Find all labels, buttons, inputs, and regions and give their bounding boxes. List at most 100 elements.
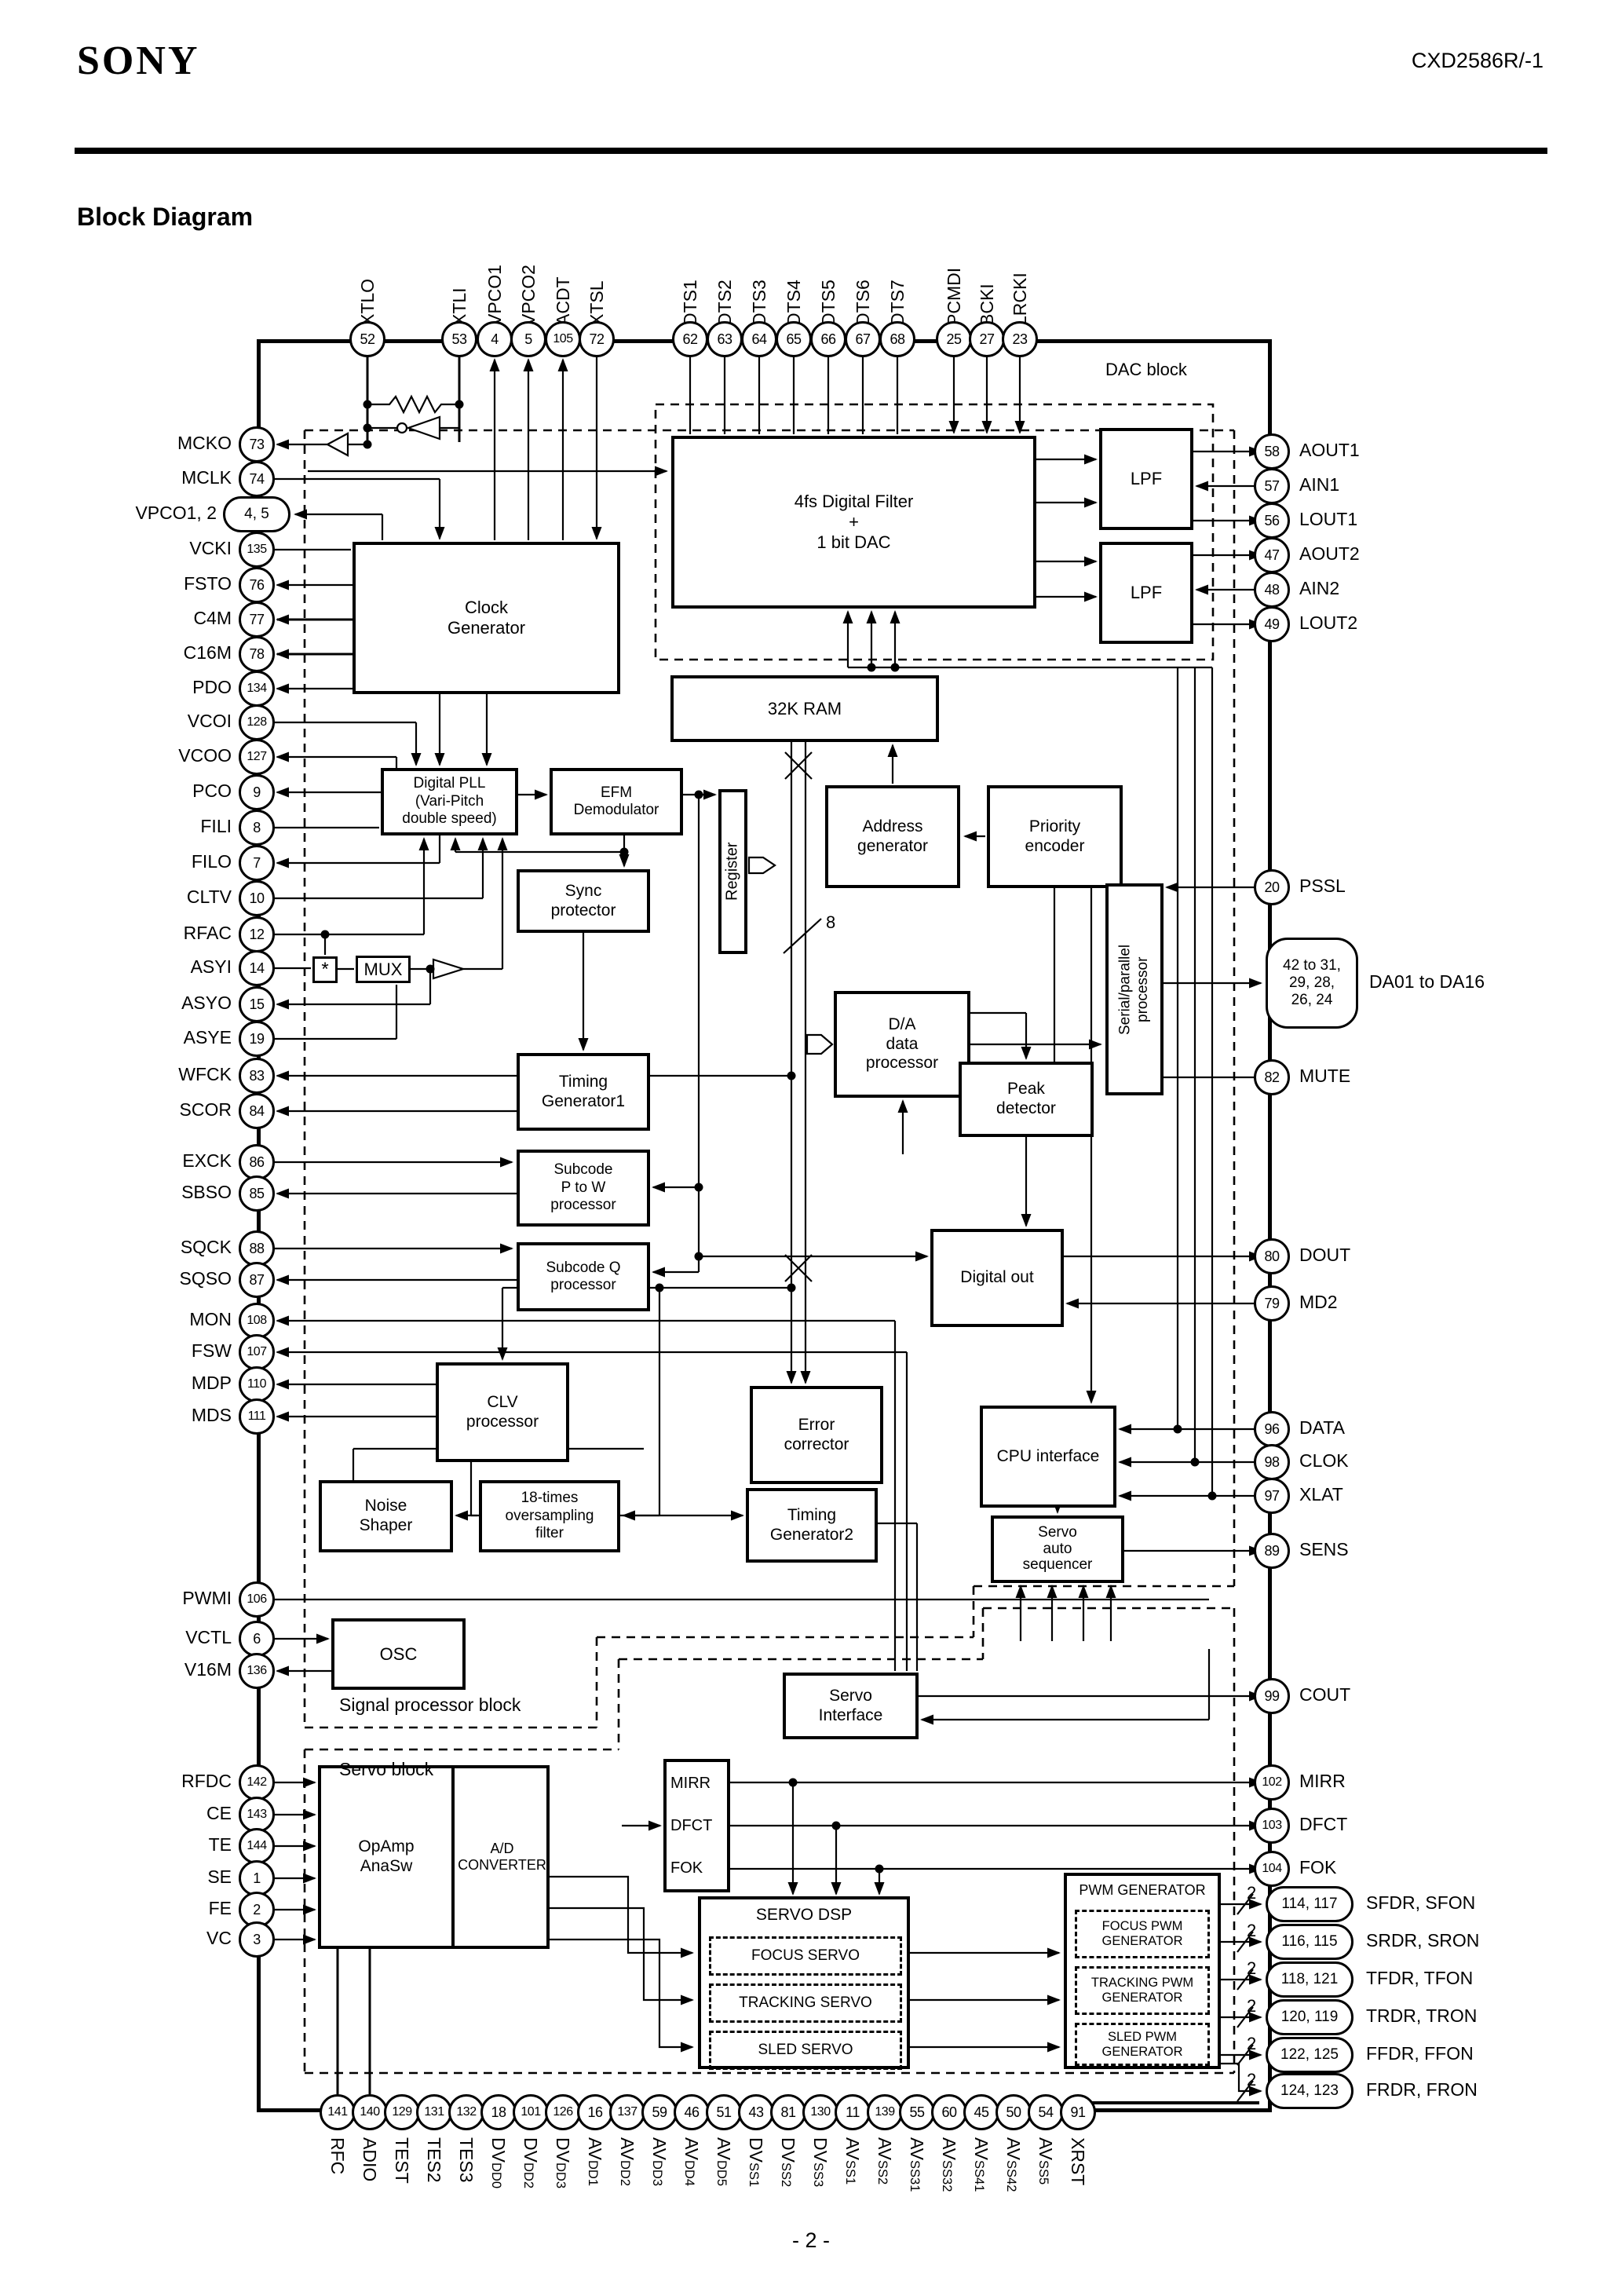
pin-label-SQSO: SQSO: [179, 1268, 232, 1289]
pin-AVSS42: 50: [995, 2094, 1032, 2130]
pin-label-VPCO1-2: VPCO1, 2: [135, 503, 217, 523]
pin-AVDD2: 137: [609, 2094, 645, 2130]
pin-PCMDI: 25: [936, 321, 972, 357]
bus-width-2-frdr: 2: [1247, 2070, 1257, 2089]
pin-label-CLTV: CLTV: [186, 887, 232, 907]
pin-VCOI: 128: [239, 704, 275, 740]
pin-DTS1: 62: [672, 321, 708, 357]
pin-label-SFDR-SFON: SFDR, SFON: [1366, 1892, 1476, 1913]
pin-label-BCKI: BCKI: [977, 283, 997, 326]
pin-label-DFCT: DFCT: [1299, 1814, 1348, 1834]
page-title: Block Diagram: [77, 203, 254, 231]
servo-dsp-title: SERVO DSP: [755, 1906, 853, 1924]
pin-DTS2: 63: [707, 321, 743, 357]
mirr-label: MIRR: [670, 1775, 711, 1792]
servo-block-label: Servo block: [339, 1759, 434, 1779]
mux-block: MUX: [356, 956, 411, 983]
pin-AVDD3: 59: [641, 2094, 678, 2130]
pin-LRCKI: 23: [1002, 321, 1038, 357]
digital-out-block: Digital out: [930, 1229, 1064, 1327]
pin-TFDR-TFON: 118, 121: [1266, 1961, 1353, 1998]
pin-label-AVSS2: AVSS2: [875, 2137, 895, 2185]
pin-label-DA01-DA16: DA01 to DA16: [1369, 971, 1485, 992]
pin-AVSS1: 11: [835, 2094, 871, 2130]
asterisk-block: *: [312, 956, 338, 983]
pin-label-FFDR-FFON: FFDR, FFON: [1366, 2043, 1474, 2064]
bus-width-2-tfdr: 2: [1247, 1958, 1257, 1978]
pin-label-LRCKI: LRCKI: [1010, 272, 1030, 326]
pin-TEST: 129: [384, 2094, 420, 2130]
pin-VCKI: 135: [239, 532, 275, 568]
pin-DTS4: 65: [776, 321, 812, 357]
pin-FOK: 104: [1254, 1851, 1290, 1887]
serial-parallel-processor-block: Serial/parallel processor: [1105, 883, 1164, 1095]
pin-DTS3: 64: [741, 321, 777, 357]
pin-label-XTSL: XTSL: [586, 280, 607, 326]
pin-label-ADIO: ADIO: [360, 2137, 380, 2182]
pin-label-C4M: C4M: [193, 608, 232, 628]
pin-FSW: 107: [239, 1334, 275, 1370]
pin-VCOO: 127: [239, 739, 275, 775]
pin-ADIO: 140: [352, 2094, 388, 2130]
pin-label-AVDD3: AVDD3: [649, 2137, 670, 2187]
pin-AVDD5: 51: [706, 2094, 742, 2130]
pin-label-MDP: MDP: [191, 1373, 232, 1393]
pin-label-SQCK: SQCK: [180, 1237, 232, 1257]
pin-label-DOUT: DOUT: [1299, 1245, 1351, 1265]
pin-CE: 143: [239, 1797, 275, 1833]
pin-label-DTS4: DTS4: [784, 280, 804, 326]
pin-LOUT1: 56: [1254, 503, 1290, 539]
pin-DVSS1: 43: [738, 2094, 774, 2130]
osc-block: OSC: [331, 1618, 466, 1690]
pin-label-MD2: MD2: [1299, 1292, 1338, 1312]
pin-label-TEST: TEST: [392, 2137, 412, 2184]
pin-DVSS2: 81: [770, 2094, 806, 2130]
bus-width-8: 8: [826, 912, 836, 932]
pin-label-TRDR-TRON: TRDR, TRON: [1366, 2005, 1478, 2026]
pin-label-XLAT: XLAT: [1299, 1484, 1343, 1504]
pin-label-XTLI: XTLI: [449, 287, 469, 326]
pin-label-RFAC: RFAC: [183, 923, 232, 943]
pin-ASYI: 14: [239, 950, 275, 986]
signal-processor-block-label: Signal processor block: [339, 1695, 521, 1715]
pin-label-AVSS1: AVSS1: [842, 2137, 863, 2185]
dac-block-label: DAC block: [1105, 360, 1187, 379]
tracking-servo-block: TRACKING SERVO: [709, 1983, 902, 2023]
opamp-ad-divider: [451, 1765, 455, 1949]
pin-label-AVDD1: AVDD1: [585, 2137, 605, 2187]
timing-generator2-block: Timing Generator2: [746, 1488, 878, 1563]
bus-width-2-ffdr: 2: [1247, 2034, 1257, 2053]
pin-VPCO2: 5: [510, 321, 546, 357]
pin-label-SRDR-SRON: SRDR, SRON: [1366, 1930, 1480, 1951]
pin-EXCK: 86: [239, 1144, 275, 1180]
pin-MIRR: 102: [1254, 1764, 1290, 1801]
cpu-interface-block: CPU interface: [980, 1406, 1116, 1508]
pin-XTLI: 53: [441, 321, 477, 357]
bus-width-2-sfdr: 2: [1247, 1883, 1257, 1903]
pin-CLOK: 98: [1254, 1444, 1290, 1480]
pin-AVSS41: 45: [963, 2094, 999, 2130]
pin-CLTV: 10: [239, 880, 275, 916]
efm-demodulator-block: EFM Demodulator: [550, 768, 683, 835]
pin-label-FSW: FSW: [191, 1340, 232, 1361]
pin-label-MDS: MDS: [191, 1405, 232, 1425]
pin-ASYE: 19: [239, 1021, 275, 1057]
pin-label-CE: CE: [206, 1803, 232, 1823]
pin-COUT: 99: [1254, 1678, 1290, 1714]
address-generator-block: Address generator: [825, 785, 960, 888]
pin-AVSS32: 60: [931, 2094, 967, 2130]
pin-label-TES3: TES3: [456, 2137, 477, 2183]
pin-label-SENS: SENS: [1299, 1539, 1349, 1559]
opamp-ad-block: OpAmp AnaSw A/D CONVERTER: [318, 1765, 550, 1949]
digital-filter-dac-block: 4fs Digital Filter + 1 bit DAC: [671, 436, 1036, 609]
pin-FILI: 8: [239, 810, 275, 846]
pin-VC: 3: [239, 1921, 275, 1958]
pin-label-AVDD5: AVDD5: [714, 2137, 734, 2187]
pin-DATA: 96: [1254, 1411, 1290, 1447]
ram-block: 32K RAM: [670, 675, 939, 742]
pin-label-MIRR: MIRR: [1299, 1771, 1346, 1791]
header-rule: [75, 148, 1547, 154]
pin-FFDR-FFON: 122, 125: [1266, 2037, 1353, 2073]
pin-ASYO: 15: [239, 986, 275, 1022]
pin-AVDD1: 16: [577, 2094, 613, 2130]
